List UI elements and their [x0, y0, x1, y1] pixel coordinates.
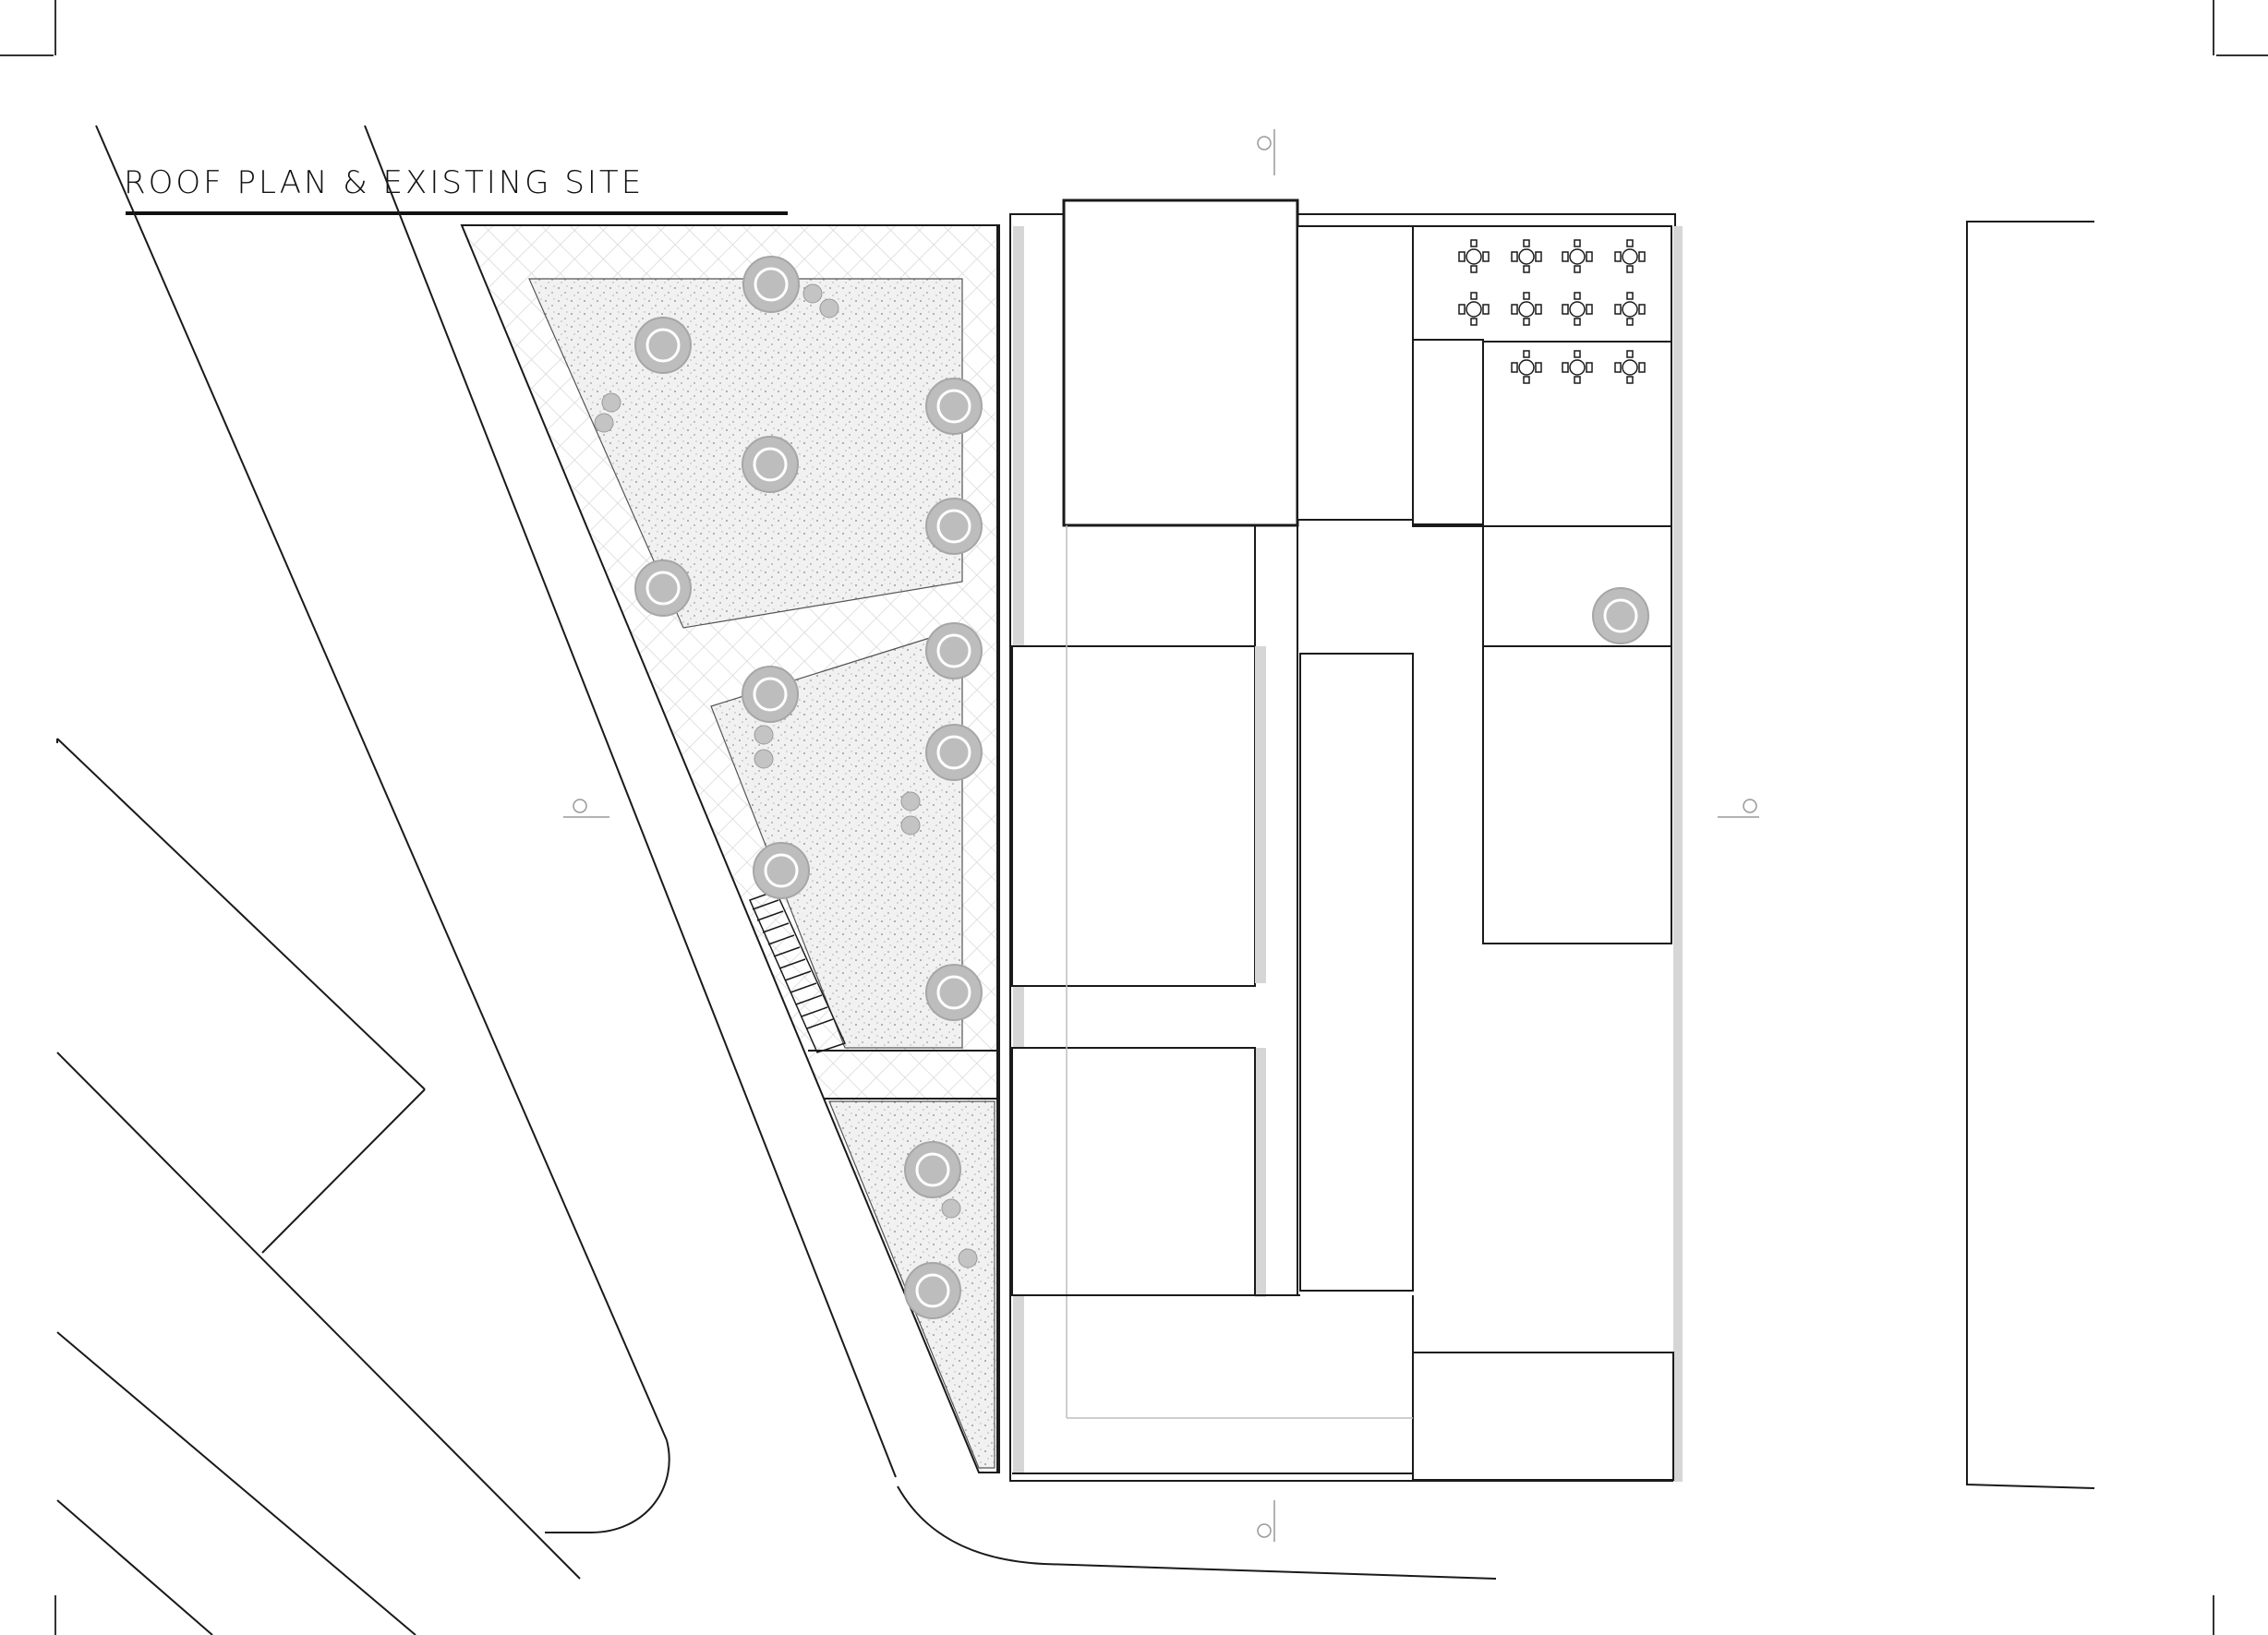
tree-icon: [742, 666, 799, 723]
table-with-chairs-icon: [1614, 292, 1646, 326]
tree-icon: [634, 559, 692, 617]
shrub-icon: [802, 283, 823, 304]
tree-group: [594, 256, 1649, 1319]
tree-icon: [925, 724, 983, 781]
title-underline: [126, 211, 788, 215]
tree-icon: [904, 1141, 961, 1198]
shrub-icon: [958, 1248, 978, 1268]
table-with-chairs-icon: [1614, 350, 1646, 384]
shrub-icon: [941, 1198, 961, 1219]
tree-icon: [634, 317, 692, 374]
shrub-icon: [900, 815, 921, 836]
section-marker-icon: [563, 799, 609, 818]
shrub-icon: [900, 791, 921, 811]
table-with-chairs-icon: [1562, 350, 1593, 384]
section-marker-icon: [1257, 129, 1275, 175]
table-with-chairs-icon: [1511, 239, 1542, 273]
table-with-chairs-icon: [1511, 292, 1542, 326]
section-marker-icon: [1718, 799, 1759, 818]
tree-icon: [1592, 587, 1649, 644]
tree-icon: [742, 256, 800, 313]
shrub-icon: [594, 413, 614, 433]
building-plan: [1009, 198, 1683, 1482]
tree-icon: [925, 964, 983, 1021]
tree-icon: [925, 622, 983, 679]
table-with-chairs-icon: [1458, 239, 1490, 273]
table-with-chairs-icon: [1562, 292, 1593, 326]
table-with-chairs-icon: [1511, 350, 1542, 384]
table-with-chairs-icon: [1458, 292, 1490, 326]
table-group: [1458, 239, 1646, 384]
tree-icon: [753, 842, 810, 899]
table-with-chairs-icon: [1562, 239, 1593, 273]
section-marker-icon: [1257, 1500, 1275, 1542]
tree-icon: [904, 1262, 961, 1319]
existing-site-lines: [56, 125, 2095, 1635]
table-with-chairs-icon: [1614, 239, 1646, 273]
tree-icon: [742, 436, 799, 493]
tree-icon: [925, 498, 983, 555]
shrub-icon: [819, 298, 839, 319]
shrub-icon: [754, 725, 774, 745]
shrub-icon: [601, 392, 621, 413]
tree-icon: [925, 378, 983, 435]
shrub-icon: [754, 749, 774, 769]
section-markers: [563, 129, 1759, 1542]
